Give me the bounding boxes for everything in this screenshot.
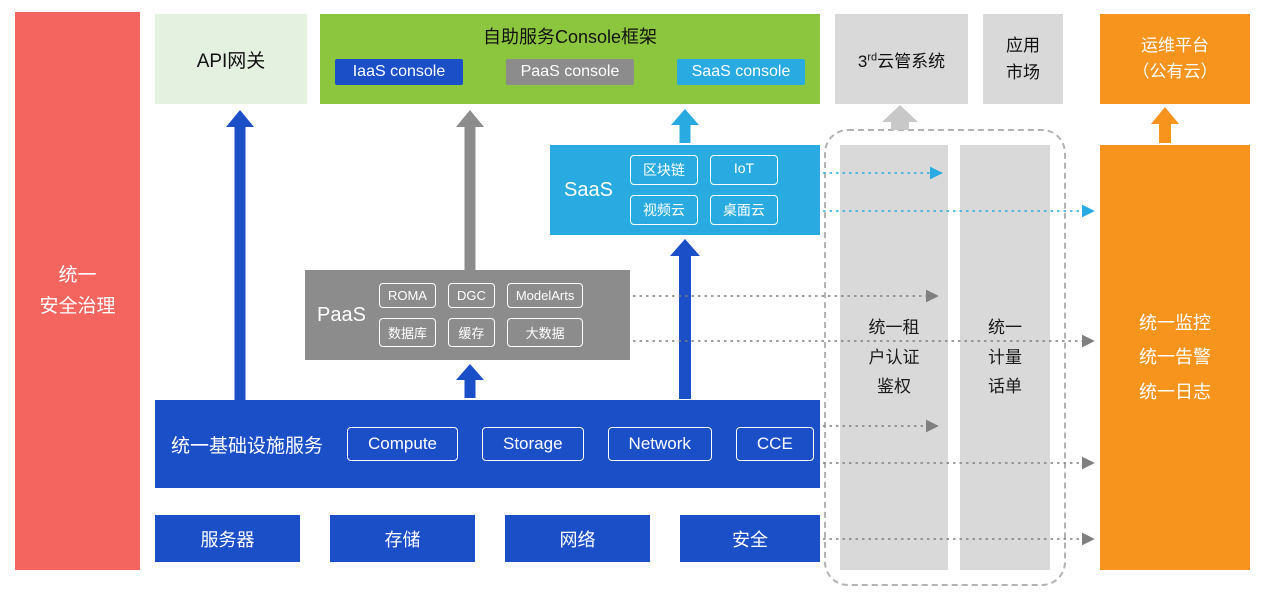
monitoring-box: 统一监控 统一告警 统一日志 — [1100, 145, 1250, 570]
resource-storage-label: 存储 — [384, 529, 421, 550]
app-market-label: 应用 市场 — [1006, 35, 1040, 82]
resource-server-label: 服务器 — [200, 529, 255, 550]
iaas-box: 统一基础设施服务 Compute Storage Network CCE — [155, 400, 820, 488]
api-gateway-box: API网关 — [155, 14, 307, 104]
console-framework-title: 自助服务Console框架 — [482, 27, 658, 47]
app-market-box: 应用 市场 — [983, 14, 1063, 104]
paas-box: PaaS ROMA DGC ModelArts 数据库 缓存 大数据 — [305, 270, 630, 360]
arrow-monitoring-to-om-platform — [1151, 107, 1179, 143]
arrow-iaas-to-paas — [456, 364, 484, 398]
security-governance-label: 统一 安全治理 — [39, 264, 116, 317]
resource-box-storage: 存储 — [330, 515, 475, 562]
saas-chip-iot: IoT — [709, 155, 778, 185]
paas-chip-database: 数据库 — [378, 318, 436, 347]
iaas-chip-storage: Storage — [482, 427, 584, 461]
arrow-auth-to-third-party — [882, 105, 918, 130]
iaas-chip-network: Network — [607, 427, 712, 461]
shared-services-dashed-group — [824, 129, 1066, 586]
metering-bar: 统一 计量 话单 — [960, 145, 1050, 570]
paas-chip-dgc: DGC — [447, 283, 495, 308]
resource-box-server: 服务器 — [155, 515, 300, 562]
paas-chip-bigdata: 大数据 — [506, 318, 584, 347]
paas-chip-roma: ROMA — [378, 283, 436, 308]
tenant-auth-bar: 统一租 户认证 鉴权 — [840, 145, 948, 570]
saas-label: SaaS — [564, 178, 613, 201]
security-governance-bar: 统一 安全治理 — [15, 12, 140, 570]
iaas-chips: Compute Storage Network CCE — [347, 427, 814, 461]
resource-box-network: 网络 — [505, 515, 650, 562]
paas-chips: ROMA DGC ModelArts 数据库 缓存 大数据 — [378, 283, 584, 347]
saas-chip-blockchain: 区块链 — [629, 155, 698, 185]
console-buttons-row: IaaS console PaaS console SaaS console — [320, 59, 820, 85]
arrow-paas-to-console — [456, 110, 484, 270]
arrow-saas-to-console — [671, 109, 699, 143]
iaas-chip-compute: Compute — [347, 427, 458, 461]
arrow-iaas-to-saas — [670, 239, 700, 399]
resource-box-security: 安全 — [680, 515, 820, 562]
om-platform-label: 运维平台 （公有云） — [1132, 35, 1218, 81]
paas-chip-modelarts: ModelArts — [506, 283, 584, 308]
saas-console-chip: SaaS console — [677, 59, 805, 85]
paas-console-chip: PaaS console — [506, 59, 634, 85]
third-party-cloud-label: 3rd云管系统 — [857, 50, 946, 71]
saas-chip-desktop-cloud: 桌面云 — [709, 195, 778, 225]
paas-chip-cache: 缓存 — [447, 318, 495, 347]
saas-chip-video-cloud: 视频云 — [629, 195, 698, 225]
resource-network-label: 网络 — [559, 529, 596, 550]
om-platform-box: 运维平台 （公有云） — [1100, 14, 1250, 104]
metering-label: 统一 计量 话单 — [988, 317, 1022, 397]
saas-box: SaaS 区块链 IoT 视频云 桌面云 — [550, 145, 820, 235]
tenant-auth-label: 统一租 户认证 鉴权 — [868, 317, 920, 397]
iaas-console-chip: IaaS console — [335, 59, 463, 85]
arrow-iaas-to-api-gateway — [226, 110, 254, 400]
monitoring-label: 统一监控 统一告警 统一日志 — [1139, 313, 1211, 402]
iaas-label: 统一基础设施服务 — [171, 435, 324, 457]
console-framework-box: 自助服务Console框架 IaaS console PaaS console … — [320, 14, 820, 104]
third-party-cloud-box: 3rd云管系统 — [835, 14, 968, 104]
iaas-chip-cce: CCE — [735, 427, 814, 461]
saas-chips: 区块链 IoT 视频云 桌面云 — [629, 155, 778, 225]
api-gateway-label: API网关 — [196, 50, 266, 72]
resource-security-label: 安全 — [732, 529, 768, 550]
paas-label: PaaS — [317, 303, 366, 326]
